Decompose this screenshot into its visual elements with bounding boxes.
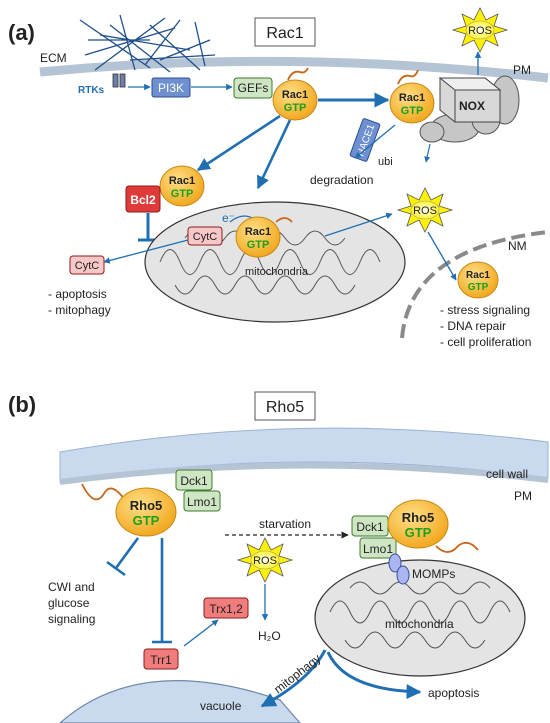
cytc-box-mito	[187, 226, 223, 246]
panel-b-tag: (b)	[8, 392, 36, 417]
cwi-line-2: glucose	[48, 596, 90, 610]
trx-box	[203, 597, 249, 619]
dck1-label: Dck1	[180, 474, 208, 488]
label-rtks: RTKs	[78, 85, 105, 96]
ubi-label: ubi	[378, 156, 393, 168]
ros-burst-top	[451, 7, 509, 53]
mitochondrion-a	[144, 201, 406, 323]
label-pm-a: PM	[513, 63, 531, 77]
rac1-label: Rac1	[282, 89, 308, 101]
bcl2-label: Bcl2	[130, 193, 156, 207]
lipid-linker	[397, 69, 419, 85]
gefs-box	[233, 77, 273, 99]
trx-label: Trx1,2	[209, 602, 243, 616]
panel-b-title: Rho5	[266, 399, 304, 416]
ros-label: ROS	[468, 25, 492, 37]
rho5-label: Rho5	[402, 510, 435, 525]
label-nm: NM	[508, 239, 527, 253]
ros-burst-mid	[396, 187, 454, 233]
pi3k-label: PI3K	[158, 81, 184, 95]
dck1-box	[175, 469, 213, 491]
mitophagy-label: mitophagy	[271, 651, 323, 696]
cwi-line-1: CWI and	[48, 580, 95, 594]
bcl2-box	[125, 185, 161, 213]
gtp-label: GTP	[405, 525, 432, 540]
ros-label: ROS	[413, 205, 437, 217]
outcome-mitophagy: - mitophagy	[48, 303, 111, 317]
outcome-stress: - stress signaling	[440, 303, 530, 317]
h2o-label: H₂O	[258, 629, 281, 643]
dck1-label: Dck1	[356, 520, 384, 534]
rac1-gtp-nox	[389, 82, 435, 124]
ros-burst-b	[236, 537, 294, 583]
gtp-label: GTP	[133, 513, 160, 528]
nox-label: NOX	[459, 99, 485, 113]
mitochondria-label-b: mitochondria	[385, 617, 454, 631]
rtk-receptor	[112, 73, 126, 88]
plasma-membrane-a	[39, 56, 549, 83]
inhibition-bar	[106, 560, 126, 577]
vacuole-label: vacuole	[200, 699, 242, 713]
outcome-apoptosis: - apoptosis	[48, 287, 107, 301]
cytc-box-cytosol	[69, 255, 105, 275]
nuclear-membrane	[400, 230, 549, 339]
ecm-fibers	[79, 14, 216, 73]
cytc-label: CytC	[193, 231, 218, 243]
degradation-label: degradation	[310, 173, 373, 187]
starvation-label: starvation	[259, 517, 311, 531]
apoptosis-label: apoptosis	[428, 686, 479, 700]
rac1-label: Rac1	[169, 175, 195, 187]
outcome-proliferation: - cell proliferation	[440, 335, 531, 349]
pi3k-box	[151, 77, 191, 98]
mitochondrion-b	[314, 559, 526, 677]
lmo1-label: Lmo1	[187, 495, 217, 509]
nox-complex	[419, 75, 520, 143]
label-cell-wall: cell wall	[486, 467, 528, 481]
panel-a-title-box	[254, 17, 316, 47]
rho5-gtp-membrane	[115, 487, 177, 537]
rho5-gtp-mito	[387, 499, 449, 549]
label-ecm: ECM	[40, 51, 67, 65]
cwi-line-3: signaling	[48, 612, 95, 626]
lmo1-box	[183, 490, 221, 512]
rac1-label: Rac1	[466, 270, 490, 281]
gtp-label: GTP	[284, 102, 307, 114]
panel-b: (b) Rho5 cell wall PM Rho5 GTP Dck1 Lmo1…	[8, 391, 549, 723]
trr1-label: Trr1	[150, 653, 172, 667]
outcome-dna: - DNA repair	[440, 319, 506, 333]
gtp-label: GTP	[171, 188, 194, 200]
electron-label: e⁻	[222, 211, 235, 225]
vacuole	[59, 680, 301, 723]
lmo1-box	[359, 537, 397, 559]
rac1-gtp-mito	[235, 216, 281, 258]
rac1-gtp-nucleus	[457, 261, 499, 299]
lmo1-label: Lmo1	[363, 542, 393, 556]
mitochondria-label-a: mitochondria	[245, 266, 309, 278]
panel-a: (a) Rac1 PM ECM RTKs PI3K GEFs Rac1	[8, 7, 549, 349]
rac1-label: Rac1	[245, 226, 271, 238]
momp-channel	[388, 553, 402, 573]
rac1-gtp-membrane	[272, 79, 318, 121]
rac1-label: Rac1	[399, 92, 425, 104]
lipid-linker	[287, 67, 309, 81]
label-pm-b: PM	[514, 489, 532, 503]
cytc-label: CytC	[75, 260, 100, 272]
momp-channel	[396, 565, 410, 585]
panel-a-title: Rac1	[266, 25, 303, 42]
rho5-label: Rho5	[130, 498, 163, 513]
momps-label: MOMPs	[412, 567, 455, 581]
hace1-box: HACE1	[349, 118, 381, 162]
gtp-label: GTP	[401, 105, 424, 117]
trr1-box	[143, 648, 179, 670]
rac1-gtp-cytosol	[159, 165, 205, 207]
panel-a-tag: (a)	[8, 20, 35, 45]
gtp-label: GTP	[468, 282, 489, 293]
panel-b-title-box	[254, 391, 316, 421]
gtp-label: GTP	[247, 239, 270, 251]
plasma-membrane-b	[59, 462, 549, 485]
gefs-label: GEFs	[238, 81, 269, 95]
ros-label: ROS	[253, 555, 277, 567]
